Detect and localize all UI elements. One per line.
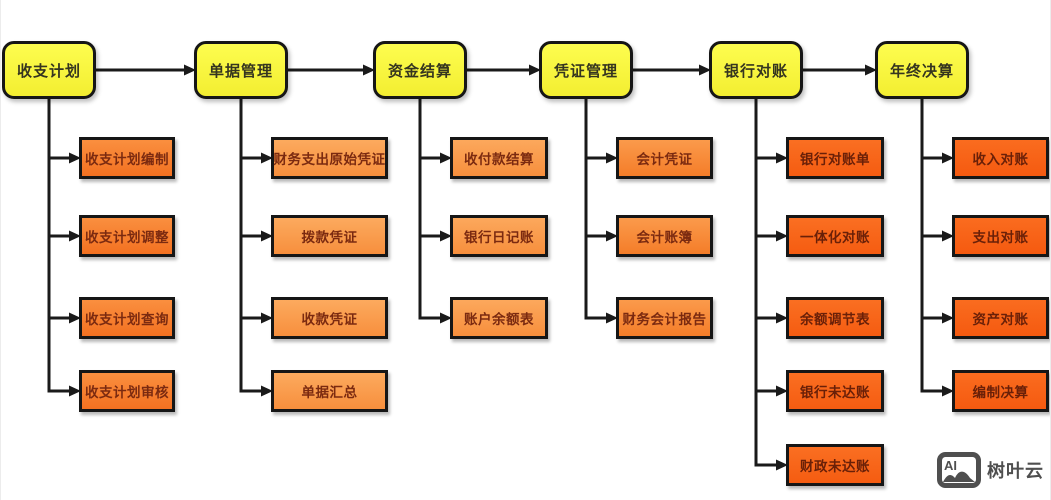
flow-child-node: 收支计划调整 [79,215,175,257]
watermark-brand: 树叶云 [987,461,1044,481]
flow-child-node: 余额调节表 [786,297,884,339]
flow-child-node: 支出对账 [952,215,1049,257]
flow-child-node: 会计账簿 [616,215,713,257]
flow-parent-node: 凭证管理 [539,41,633,99]
flow-child-node: 收支计划审核 [79,370,175,412]
flow-child-node: 账户余额表 [450,297,548,339]
flow-parent-node: 资金结算 [373,41,467,99]
flow-parent-node: 收支计划 [2,41,96,99]
flow-child-node: 收入对账 [952,137,1049,179]
flow-parent-node: 年终决算 [875,41,969,99]
flow-child-node: 财务支出原始凭证 [271,137,388,179]
flow-child-node: 收付款结算 [450,137,548,179]
flow-child-node: 一体化对账 [786,215,884,257]
flow-child-node: 银行对账单 [786,137,884,179]
flow-child-node: 银行未达账 [786,370,884,412]
flow-parent-node: 单据管理 [194,41,288,99]
flow-child-node: 银行日记账 [450,215,548,257]
flow-child-node: 资产对账 [952,297,1049,339]
flow-child-node: 会计凭证 [616,137,713,179]
flow-child-node: 财务会计报告 [616,297,713,339]
flow-child-node: 编制决算 [952,370,1049,412]
flow-child-node: 财政未达账 [786,444,884,486]
flow-child-node: 收款凭证 [271,297,388,339]
flow-child-node: 拨款凭证 [271,215,388,257]
flow-parent-node: 银行对账 [709,41,803,99]
flow-child-node: 单据汇总 [271,370,388,412]
watermark-logo-text: AI [944,458,957,473]
flow-child-node: 收支计划编制 [79,137,175,179]
watermark: AI 树叶云 [937,452,1044,488]
watermark-logo-icon: AI [937,452,981,488]
flow-child-node: 收支计划查询 [79,297,175,339]
